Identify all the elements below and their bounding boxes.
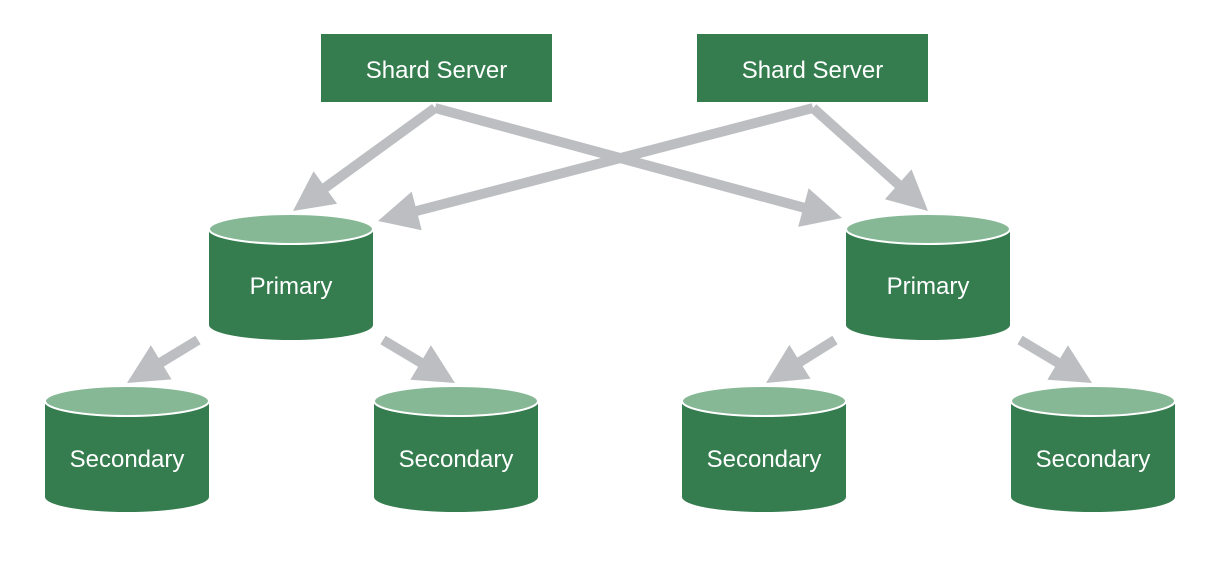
secondary-label: Secondary [707,446,822,473]
secondary-label: Secondary [70,446,185,473]
shard-server-label: Shard Server [742,57,883,84]
primary-database: Primary [845,213,1011,340]
database-body [374,401,538,512]
database-body [45,401,209,512]
database-top [373,385,539,417]
secondary-database: Secondary [1010,385,1176,512]
shard-server-node: Shard Server [321,34,552,102]
secondary-label: Secondary [399,446,514,473]
primary-database: Primary [208,213,374,340]
connection-arrow [378,103,815,231]
database-body [682,401,846,512]
database-body [209,229,373,340]
primary-label: Primary [250,273,333,300]
connection-arrow [380,335,455,383]
database-body [846,229,1010,340]
connection-arrow [433,103,842,227]
shard-server-label: Shard Server [366,57,507,84]
database-top [44,385,210,417]
connection-arrow [293,104,438,211]
secondary-database: Secondary [44,385,210,512]
shard-server-node: Shard Server [697,34,928,102]
secondary-label: Secondary [1036,446,1151,473]
arrows-layer [127,103,1092,383]
database-body [1011,401,1175,512]
database-top [681,385,847,417]
secondary-database: Secondary [373,385,539,512]
connection-arrow [809,104,928,211]
connection-arrow [127,335,201,383]
primary-label: Primary [887,273,970,300]
database-top [1010,385,1176,417]
secondary-database: Secondary [681,385,847,512]
database-top [208,213,374,245]
connection-arrow [766,335,838,383]
connection-arrow [1017,335,1092,383]
shard-server-box [321,34,552,102]
shard-server-box [697,34,928,102]
database-top [845,213,1011,245]
